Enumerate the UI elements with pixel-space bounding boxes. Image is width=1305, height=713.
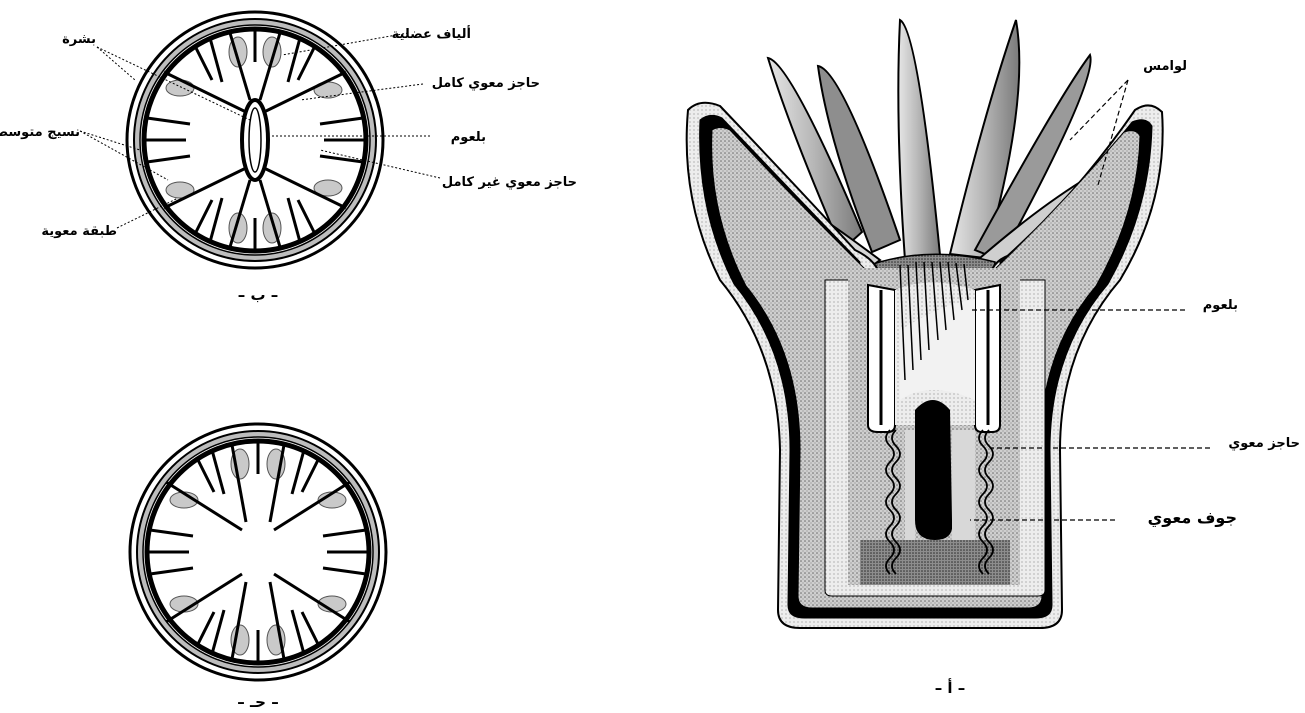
panel-b-leader-lines	[79, 32, 441, 229]
panel-a-labels: لوامس بلعوم حاجز معوي جوف معوي – أ –	[935, 59, 1300, 697]
label-gastrodermis: طبقة معوية	[41, 224, 117, 239]
caption-c: – حـ –	[237, 693, 278, 711]
panel-b-labels: بشرة ألياف عضلية نسيج متوسط حاجز معوي كا…	[0, 25, 577, 304]
panel-c-cross-section	[128, 422, 388, 682]
label-pharynx-a: بلعوم	[1203, 298, 1238, 313]
label-mesentery: حاجز معوي	[1228, 436, 1300, 451]
label-complete-mesentery: حاجز معوي كامل	[432, 76, 540, 91]
caption-a: – أ –	[935, 678, 966, 697]
pharynx-ridges	[899, 261, 969, 381]
panel-b-cross-section	[125, 10, 385, 270]
label-tentacles: لوامس	[1143, 59, 1187, 74]
mesentery-waves	[885, 429, 994, 575]
label-incomplete-mesentery: حاجز معوي غير كامل	[442, 175, 577, 190]
caption-b: – ب –	[238, 286, 279, 304]
panel-a-sea-anemone	[685, 18, 1164, 629]
label-muscle-fibers: ألياف عضلية	[392, 25, 471, 42]
label-mesoglea: نسيج متوسط	[0, 125, 80, 140]
label-gastrovascular-cavity: جوف معوي	[1148, 508, 1237, 528]
panel-a-leader-lines	[970, 79, 1210, 521]
label-pharynx-b: بلعوم	[451, 130, 486, 145]
label-epidermis: بشرة	[62, 32, 96, 47]
